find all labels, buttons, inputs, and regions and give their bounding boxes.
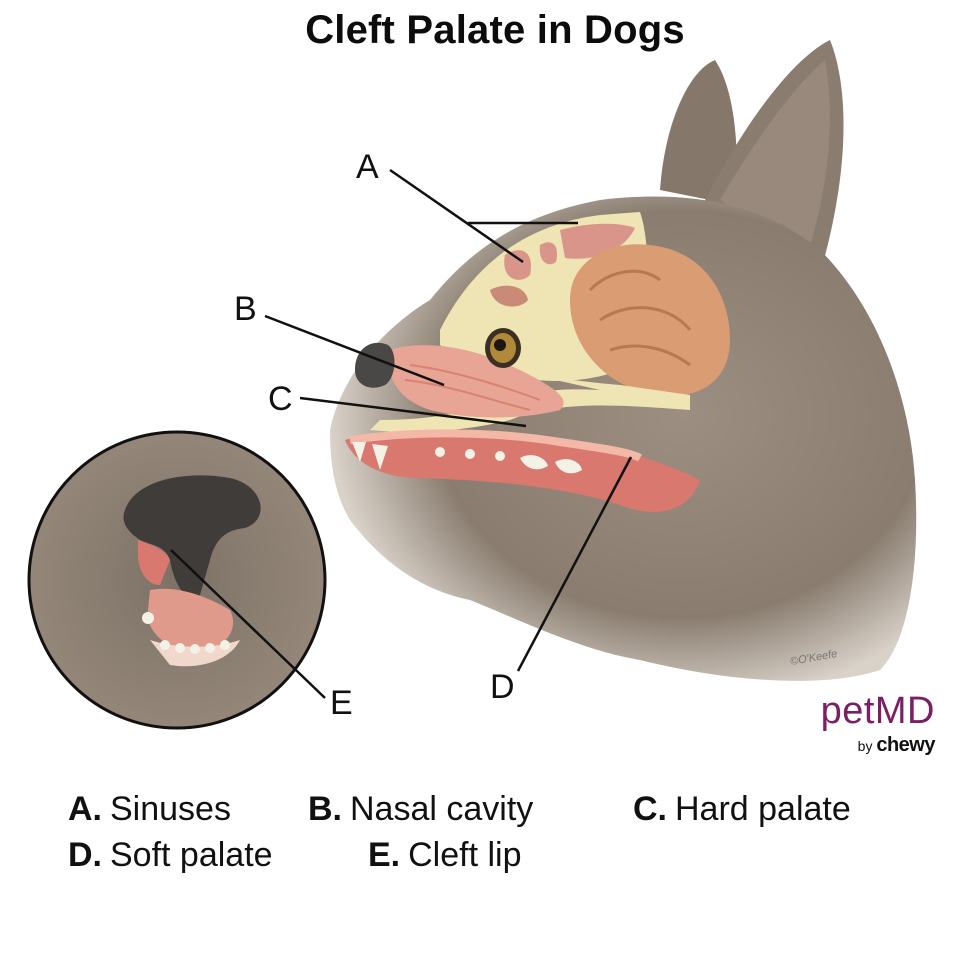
- cleft-lip-inset: [27, 430, 327, 730]
- callout-e: E: [330, 684, 353, 722]
- leader-line-c: [299, 396, 527, 428]
- legend-label: Soft palate: [110, 836, 273, 874]
- legend-label: Hard palate: [675, 790, 851, 828]
- legend-item-sinuses: A. Sinuses: [68, 786, 308, 832]
- legend-key: C.: [633, 790, 667, 828]
- legend-label: Sinuses: [110, 790, 231, 828]
- brand-byline: by chewy: [795, 734, 936, 757]
- legend-item-cleft-lip: E. Cleft lip: [368, 832, 522, 878]
- legend-row-2: D. Soft palate E. Cleft lip: [68, 832, 948, 878]
- brand-logo: petMD by chewy: [795, 690, 936, 757]
- leader-line-b: [264, 314, 445, 387]
- leader-line-e: [170, 549, 326, 699]
- brand-name: petMD: [820, 690, 935, 732]
- legend-label: Cleft lip: [408, 836, 522, 874]
- legend-key: D.: [68, 836, 102, 874]
- legend: A. Sinuses B. Nasal cavity C. Hard palat…: [68, 786, 948, 878]
- legend-key: A.: [68, 790, 102, 828]
- callout-c: C: [268, 380, 293, 418]
- legend-item-hard-palate: C. Hard palate: [633, 786, 851, 832]
- dog-head: [330, 40, 917, 681]
- legend-row-1: A. Sinuses B. Nasal cavity C. Hard palat…: [68, 786, 948, 832]
- leader-lines: [170, 168, 633, 699]
- brand-parent: chewy: [876, 734, 935, 756]
- callout-d: D: [490, 668, 515, 706]
- brand-by: by: [857, 738, 873, 754]
- callout-b: B: [234, 290, 257, 328]
- legend-label: Nasal cavity: [350, 790, 534, 828]
- legend-key: E.: [368, 836, 401, 874]
- callout-a: A: [356, 148, 379, 186]
- legend-key: B.: [308, 790, 342, 828]
- leader-line-d: [516, 456, 633, 672]
- leader-line-a: [389, 168, 524, 264]
- page-title: Cleft Palate in Dogs: [305, 8, 685, 52]
- legend-item-soft-palate: D. Soft palate: [68, 832, 368, 878]
- legend-item-nasal-cavity: B. Nasal cavity: [308, 786, 633, 832]
